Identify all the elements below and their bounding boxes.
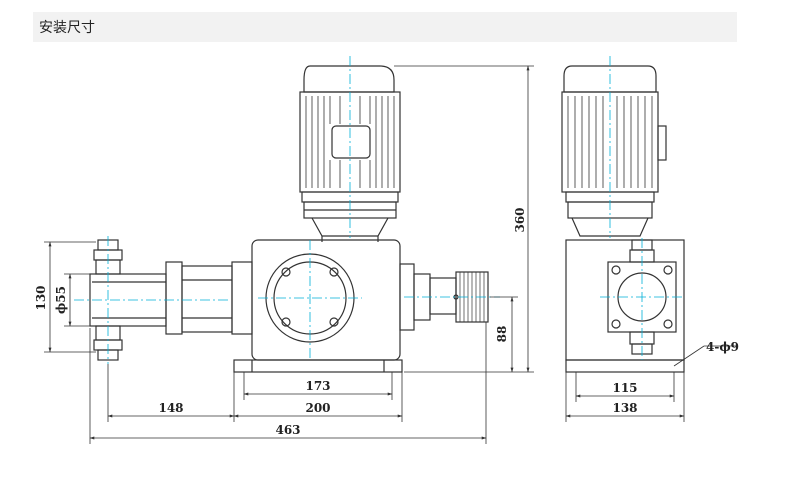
plunger-tube	[89, 261, 253, 335]
dim-88: 88	[495, 326, 509, 343]
dim-173: 173	[305, 379, 330, 393]
section-title: 安装尺寸	[39, 19, 95, 35]
front-view	[89, 65, 489, 373]
dim-130: 130	[34, 285, 48, 310]
dim-360: 360	[513, 207, 527, 232]
gearbox	[251, 239, 401, 361]
side-motor	[561, 65, 667, 237]
dimension-labels: 130 ϕ55 360 88 173 200 148 463 115 138 4…	[34, 207, 739, 437]
dim-mounting-holes: 4-ϕ9	[706, 340, 739, 354]
section-header: 安装尺寸	[33, 12, 737, 42]
front-centerlines	[74, 56, 500, 364]
dim-148: 148	[158, 401, 183, 415]
base-plate	[233, 359, 403, 373]
side-centerlines	[600, 56, 684, 360]
dimension-lines	[44, 65, 736, 444]
dim-463: 463	[275, 423, 300, 437]
dim-200: 200	[305, 401, 330, 415]
dim-55: ϕ55	[54, 286, 68, 314]
motor-fins	[305, 96, 395, 188]
dim-115: 115	[612, 381, 637, 395]
dim-138: 138	[612, 401, 637, 415]
terminal-box	[331, 125, 371, 159]
motor	[299, 65, 401, 219]
side-view	[561, 65, 685, 373]
side-base	[565, 359, 685, 373]
